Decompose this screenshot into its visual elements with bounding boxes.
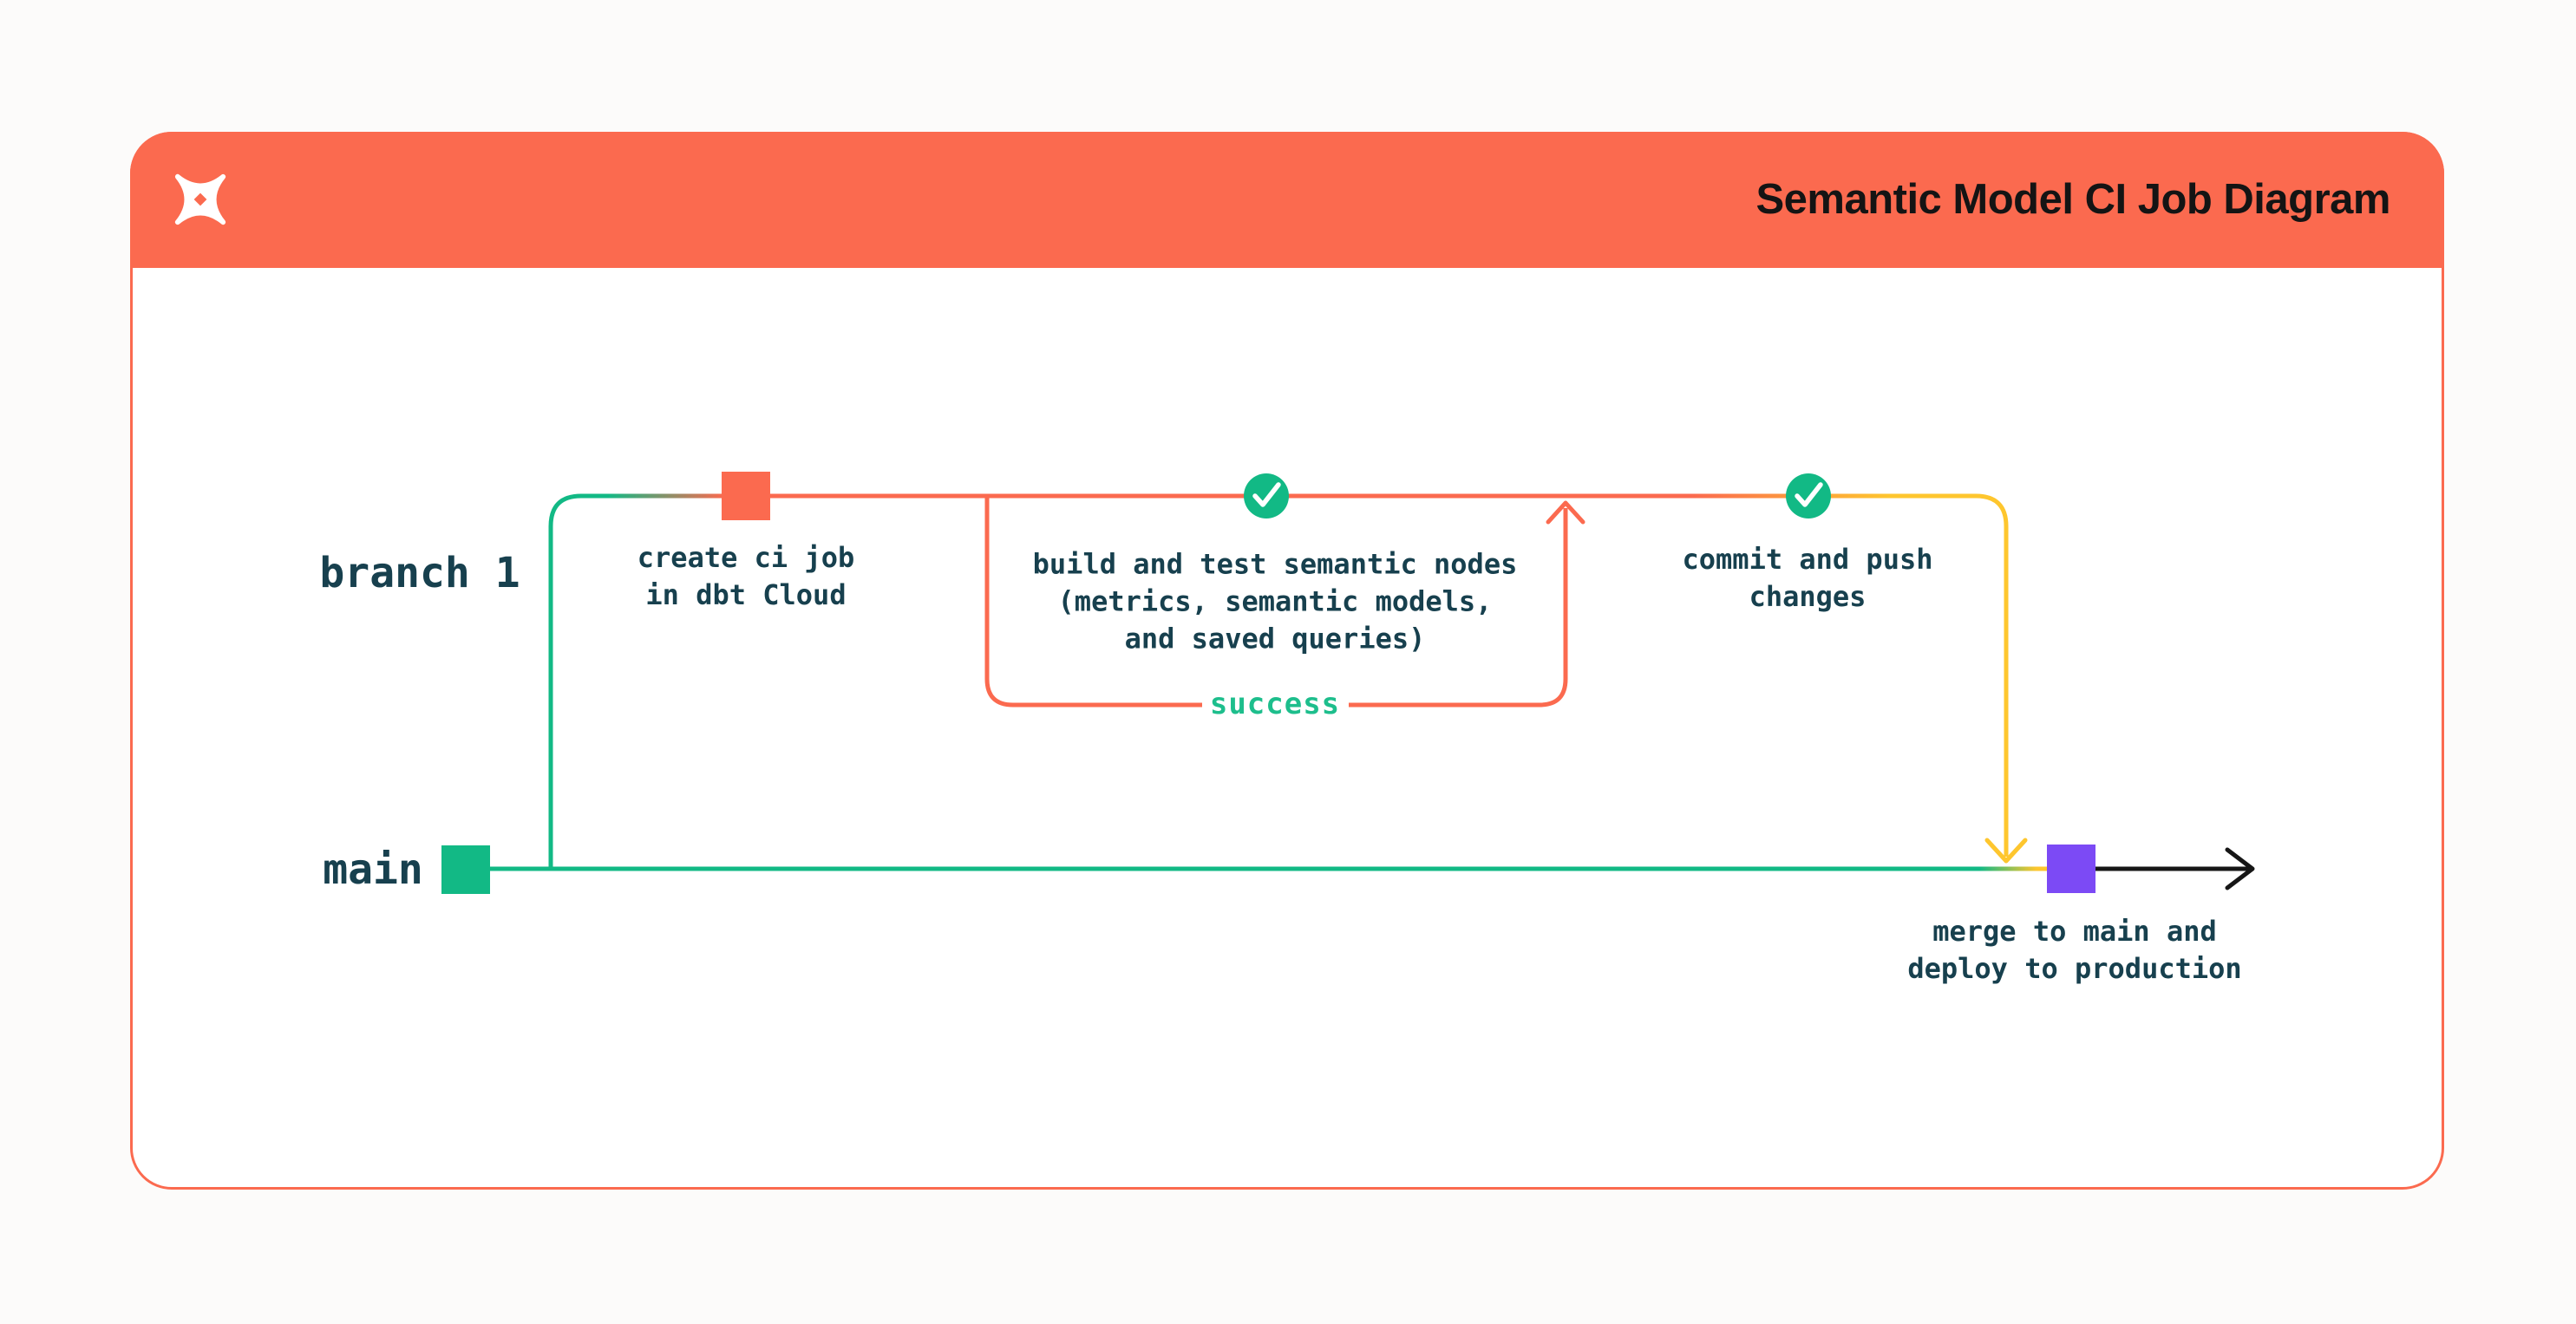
node-label-merge-deploy: merge to main and deploy to production xyxy=(1907,915,2242,985)
success-up-arrow-icon xyxy=(1546,500,1585,525)
build-test-check-icon xyxy=(1244,473,1289,519)
merge-commit-marker xyxy=(2047,845,2095,893)
dbt-logo-icon xyxy=(174,173,226,225)
commit-push-check-icon xyxy=(1786,473,1831,519)
merge-down-arrow-icon xyxy=(1984,838,2028,864)
page-title: Semantic Model CI Job Diagram xyxy=(1755,176,2390,223)
success-label: success xyxy=(1209,687,1341,721)
node-label-commit-and-push: commit and push changes xyxy=(1682,543,1933,613)
production-arrow xyxy=(2092,847,2255,890)
node-label-create-ci-job: create ci job in dbt Cloud xyxy=(637,541,855,611)
success-loop-line xyxy=(984,498,1568,708)
branch1-line xyxy=(548,493,2009,871)
main-label: main xyxy=(323,845,423,894)
create-ci-job-marker xyxy=(722,472,770,520)
arrow-right-icon xyxy=(2225,847,2255,890)
node-label-build-and-test: build and test semantic nodes (metrics, … xyxy=(1032,547,1518,655)
branch1-label: branch 1 xyxy=(319,549,520,597)
diagram-card: Semantic Model CI Job Diagram xyxy=(130,132,2444,1190)
card-header: Semantic Model CI Job Diagram xyxy=(130,132,2444,268)
main-start-marker xyxy=(441,845,490,894)
